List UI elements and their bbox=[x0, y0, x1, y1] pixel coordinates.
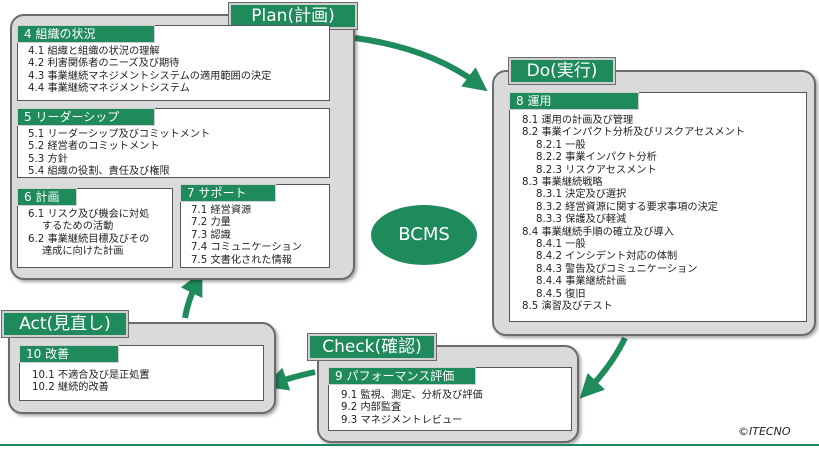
section-8-items: 8.1 運用の計画及び管理 8.2 事業インパクト分析及びリスクアセスメント 8… bbox=[522, 115, 745, 314]
section-5-title: 5 リーダーシップ bbox=[17, 108, 155, 126]
section-9-title: 9 パフォーマンス評価 bbox=[328, 367, 476, 385]
list-item: 6.2 事業継続目標及びその bbox=[28, 233, 150, 245]
list-item: 4.2 利害関係者のニーズ及び期待 bbox=[28, 58, 180, 70]
section-4-title: 4 組織の状況 bbox=[17, 25, 155, 43]
bcms-center: BCMS bbox=[371, 205, 477, 265]
list-item: 5.3 方針 bbox=[28, 153, 68, 165]
section-7-items: 7.1 経営資源 7.2 力量 7.3 認識 7.4 コミュニケーション 7.5… bbox=[191, 205, 302, 267]
list-item: 4.4 事業継続マネジメントシステム bbox=[28, 83, 190, 95]
section-9: 9 パフォーマンス評価 9.1 監視、測定、分析及び評価 9.2 内部監査 9.… bbox=[328, 367, 572, 431]
list-item: 8.2.1 一般 bbox=[536, 139, 586, 151]
arrow-act-to-plan bbox=[180, 271, 203, 319]
list-item: 8.4 事業継続手順の確立及び導入 bbox=[522, 226, 674, 238]
list-item: 10.2 継続的改善 bbox=[32, 382, 109, 394]
list-item: 6.1 リスク及び機会に対処 bbox=[28, 209, 150, 220]
list-item: 10.1 不適合及び是正処置 bbox=[32, 370, 150, 381]
list-item: 8.4.3 警告及びコミュニケーション bbox=[536, 263, 698, 275]
section-10-title: 10 改善 bbox=[19, 345, 119, 363]
list-item: 9.2 内部監査 bbox=[341, 402, 402, 414]
section-6-title: 6 計画 bbox=[17, 188, 77, 206]
list-item: 8.4.2 インシデント対応の体制 bbox=[536, 251, 678, 263]
section-8-title: 8 運用 bbox=[509, 92, 639, 110]
list-item: 9.1 監視、測定、分析及び評価 bbox=[341, 390, 483, 401]
list-item: 8.5 演習及びテスト bbox=[522, 301, 613, 313]
bottom-divider bbox=[0, 444, 819, 446]
list-item: 4.1 組織と組織の状況の理解 bbox=[28, 46, 160, 57]
list-item: 8.2.3 リスクアセスメント bbox=[536, 164, 657, 176]
section-4: 4 組織の状況 4.1 組織と組織の状況の理解 4.2 利害関係者のニーズ及び期… bbox=[17, 25, 330, 101]
copyright: ©ITECNO bbox=[738, 425, 791, 438]
section-7-title: 7 サポート bbox=[180, 184, 276, 202]
list-item: 達成に向けた計画 bbox=[42, 246, 124, 258]
list-item: 7.3 認識 bbox=[191, 229, 231, 241]
list-item: 7.2 力量 bbox=[191, 217, 231, 229]
list-item: 8.3.2 経営資源に関する要求事項の決定 bbox=[536, 201, 718, 213]
list-item: 4.3 事業継続マネジメントシステムの適用範囲の決定 bbox=[28, 70, 272, 82]
list-item: 8.3 事業継続戦略 bbox=[522, 177, 603, 189]
check-label: Check(確認) bbox=[307, 333, 437, 361]
list-item: 9.3 マネジメントレビュー bbox=[341, 414, 463, 426]
section-6-items: 6.1 リスク及び機会に対処 するための活動 6.2 事業継続目標及びその 達成… bbox=[28, 209, 149, 259]
act-label: Act(見直し) bbox=[1, 310, 129, 338]
section-4-items: 4.1 組織と組織の状況の理解 4.2 利害関係者のニーズ及び期待 4.3 事業… bbox=[28, 46, 271, 96]
section-5-items: 5.1 リーダーシップ及びコミットメント 5.2 経営者のコミットメント 5.3… bbox=[28, 129, 210, 179]
list-item: するための活動 bbox=[42, 221, 114, 233]
do-label: Do(実行) bbox=[508, 57, 616, 85]
plan-label: Plan(計画) bbox=[228, 2, 358, 30]
arrow-plan-to-do bbox=[354, 35, 488, 92]
section-9-items: 9.1 監視、測定、分析及び評価 9.2 内部監査 9.3 マネジメントレビュー bbox=[341, 390, 483, 427]
section-6: 6 計画 6.1 リスク及び機会に対処 するための活動 6.2 事業継続目標及び… bbox=[17, 188, 173, 268]
list-item: 5.1 リーダーシップ及びコミットメント bbox=[28, 129, 211, 140]
section-5: 5 リーダーシップ 5.1 リーダーシップ及びコミットメント 5.2 経営者のコ… bbox=[17, 108, 330, 178]
list-item: 8.3.1 決定及び選択 bbox=[536, 189, 627, 201]
section-10: 10 改善 10.1 不適合及び是正処置 10.2 継続的改善 bbox=[19, 345, 264, 401]
section-10-items: 10.1 不適合及び是正処置 10.2 継続的改善 bbox=[32, 370, 150, 395]
list-item: 8.1 運用の計画及び管理 bbox=[522, 115, 634, 126]
list-item: 5.2 経営者のコミットメント bbox=[28, 141, 160, 153]
list-item: 8.4.1 一般 bbox=[536, 239, 586, 251]
list-item: 8.4.4 事業継続計画 bbox=[536, 276, 627, 288]
section-7: 7 サポート 7.1 経営資源 7.2 力量 7.3 認識 7.4 コミュニケー… bbox=[180, 184, 330, 268]
list-item: 8.4.5 復旧 bbox=[536, 288, 586, 300]
list-item: 8.2.2 事業インパクト分析 bbox=[536, 152, 657, 164]
list-item: 7.1 経営資源 bbox=[191, 205, 252, 216]
section-8: 8 運用 8.1 運用の計画及び管理 8.2 事業インパクト分析及びリスクアセス… bbox=[509, 92, 807, 322]
arrow-check-to-act bbox=[263, 367, 316, 391]
list-item: 5.4 組織の役割、責任及び権限 bbox=[28, 166, 170, 178]
list-item: 7.5 文書化された情報 bbox=[191, 254, 292, 266]
list-item: 8.3.3 保護及び軽減 bbox=[536, 214, 627, 226]
list-item: 7.4 コミュニケーション bbox=[191, 242, 302, 254]
list-item: 8.2 事業インパクト分析及びリスクアセスメント bbox=[522, 127, 745, 139]
arrow-do-to-check bbox=[579, 336, 628, 399]
